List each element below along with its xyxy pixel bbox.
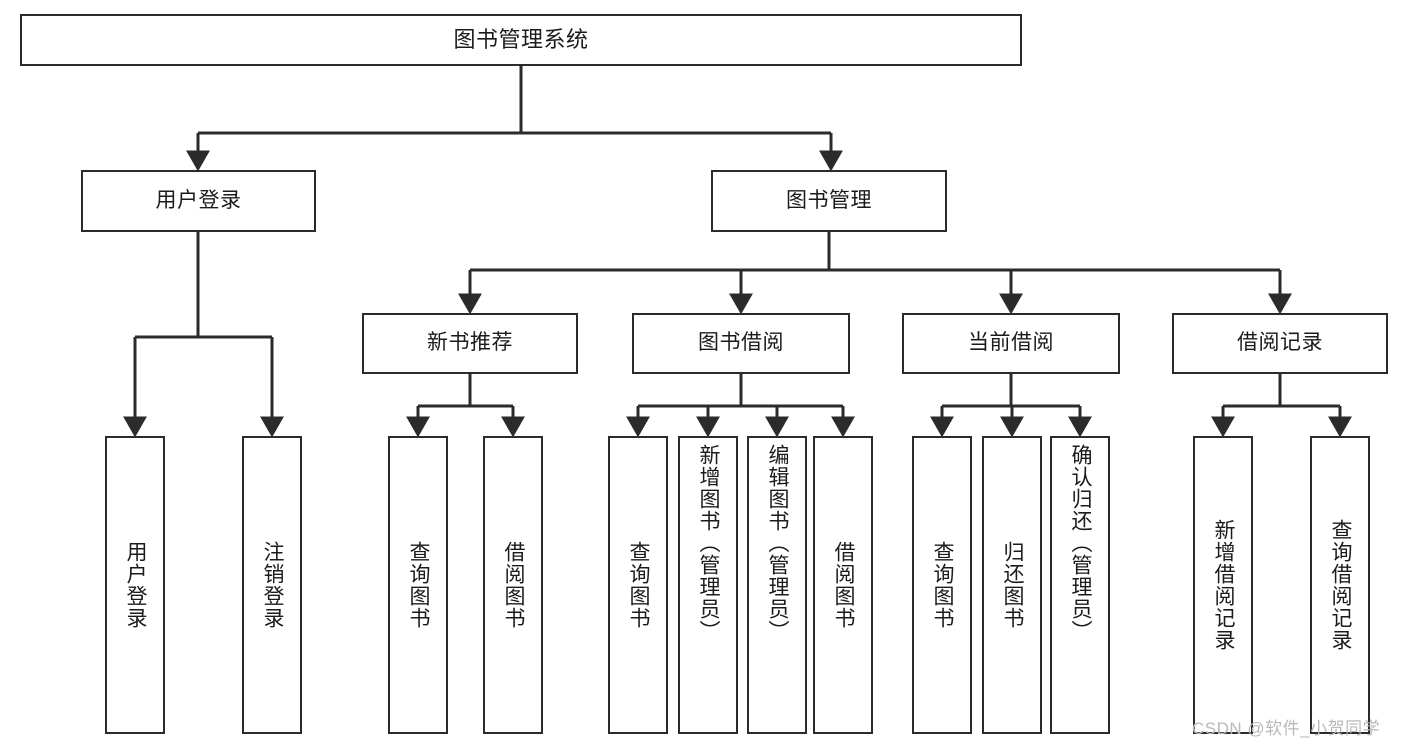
leaf-user-login-label: 用户登录 [124, 541, 148, 629]
leaf-confirm-return-admin-label: 确认归还（管理员） [1069, 444, 1093, 642]
leaf-logout-label: 注销登录 [261, 541, 285, 629]
leaf-query-book-borrow[interactable]: 查询图书 [608, 436, 668, 734]
leaf-return-book[interactable]: 归还图书 [982, 436, 1042, 734]
csdn-watermark: CSDN @软件_小贺同学 [1192, 719, 1381, 738]
node-book-management[interactable]: 图书管理 [711, 170, 947, 232]
node-new-book-recommend-label: 新书推荐 [427, 331, 513, 355]
leaf-borrow-book-label: 借阅图书 [832, 541, 856, 629]
node-borrow-record-label: 借阅记录 [1237, 331, 1323, 355]
leaf-query-borrow-record[interactable]: 查询借阅记录 [1310, 436, 1370, 734]
node-current-borrow-label: 当前借阅 [968, 331, 1054, 355]
node-book-borrow-label: 图书借阅 [698, 331, 784, 355]
leaf-borrow-book[interactable]: 借阅图书 [813, 436, 873, 734]
node-book-management-label: 图书管理 [786, 188, 872, 212]
node-user-login-label: 用户登录 [155, 188, 242, 212]
node-book-borrow[interactable]: 图书借阅 [632, 313, 850, 374]
leaf-query-book-new[interactable]: 查询图书 [388, 436, 448, 734]
leaf-user-login[interactable]: 用户登录 [105, 436, 165, 734]
leaf-add-book-admin[interactable]: 新增图书（管理员） [678, 436, 738, 734]
leaf-logout[interactable]: 注销登录 [242, 436, 302, 734]
leaf-query-borrow-record-label: 查询借阅记录 [1329, 519, 1353, 651]
leaf-borrow-book-new-label: 借阅图书 [502, 541, 526, 629]
leaf-edit-book-admin-label: 编辑图书（管理员） [766, 444, 790, 642]
node-new-book-recommend[interactable]: 新书推荐 [362, 313, 578, 374]
leaf-query-book-current[interactable]: 查询图书 [912, 436, 972, 734]
leaf-add-borrow-record[interactable]: 新增借阅记录 [1193, 436, 1253, 734]
leaf-add-borrow-record-label: 新增借阅记录 [1212, 519, 1236, 651]
node-root[interactable]: 图书管理系统 [20, 14, 1022, 66]
node-root-label: 图书管理系统 [453, 27, 589, 53]
leaf-edit-book-admin[interactable]: 编辑图书（管理员） [747, 436, 807, 734]
leaf-query-book-current-label: 查询图书 [931, 541, 955, 629]
node-user-login[interactable]: 用户登录 [81, 170, 316, 232]
node-current-borrow[interactable]: 当前借阅 [902, 313, 1120, 374]
leaf-confirm-return-admin[interactable]: 确认归还（管理员） [1050, 436, 1110, 734]
leaf-query-book-new-label: 查询图书 [407, 541, 431, 629]
leaf-borrow-book-new[interactable]: 借阅图书 [483, 436, 543, 734]
node-borrow-record[interactable]: 借阅记录 [1172, 313, 1388, 374]
leaf-add-book-admin-label: 新增图书（管理员） [697, 444, 721, 642]
leaf-return-book-label: 归还图书 [1001, 541, 1025, 629]
leaf-query-book-borrow-label: 查询图书 [627, 541, 651, 629]
